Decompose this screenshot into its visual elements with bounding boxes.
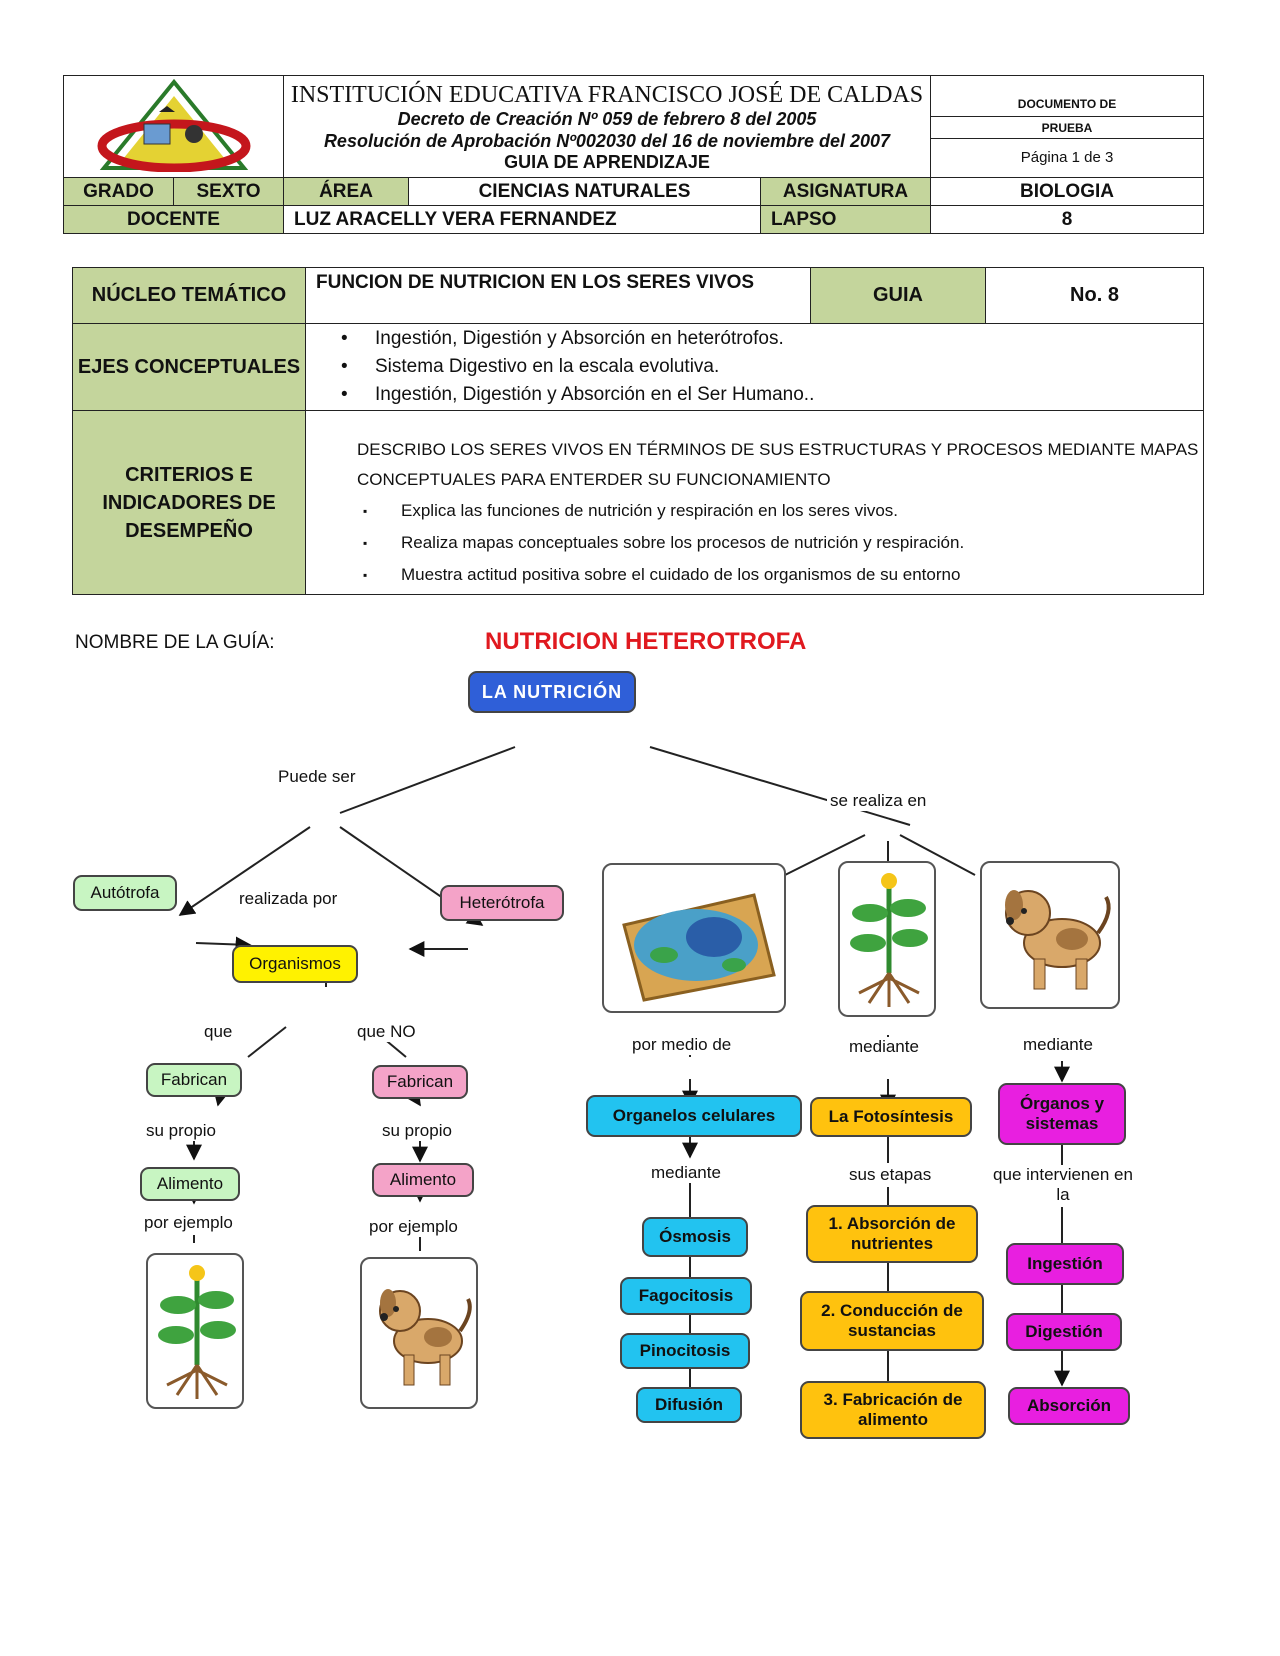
guide-title: GUIA DE APRENDIZAJE [504, 151, 710, 172]
cell-icon [622, 893, 776, 1002]
nucleo-value: FUNCION DE NUTRICION EN LOS SERES VIVOS [305, 267, 811, 324]
list-item: Sistema Digestivo en la escala evolutiva… [355, 353, 1202, 381]
node-absorcion: Absorción [1008, 1387, 1130, 1425]
lapso-value: 8 [929, 205, 1205, 234]
node-ingestion: Ingestión [1006, 1243, 1124, 1285]
document-info-cell: DOCUMENTO DE PRUEBA Página 1 de 3 [929, 75, 1205, 178]
criterios-intro-2: CONCEPTUALES PARA ENTERDER SU FUNCIONAMI… [357, 469, 831, 489]
guide-name-label: NOMBRE DE LA GUÍA: [75, 632, 275, 653]
criterios-label: CRITERIOS E INDICADORES DE DESEMPEÑO [72, 410, 306, 595]
asignatura-label: ASIGNATURA [760, 177, 931, 206]
node-etapa-3: 3. Fabricación de alimento [800, 1381, 986, 1439]
node-organos: Órganos y sistemas [998, 1083, 1126, 1145]
dog-icon-2 [1005, 890, 1111, 990]
node-organismos: Organismos [232, 945, 358, 983]
node-difusion: Difusión [636, 1387, 742, 1423]
node-fabrican-hetero: Fabrican [372, 1065, 468, 1099]
label-que: que [201, 1022, 236, 1042]
dog-icon [379, 1289, 472, 1386]
dog-image-2 [980, 861, 1120, 1009]
label-por-ejemplo-hetero: por ejemplo [366, 1217, 461, 1237]
node-heterotrofa: Heterótrofa [440, 885, 564, 921]
root-node: LA NUTRICIÓN [468, 671, 636, 713]
label-que-no: que NO [354, 1022, 419, 1042]
plant-image [146, 1253, 244, 1409]
docente-label: DOCENTE [63, 205, 284, 234]
nucleo-label: NÚCLEO TEMÁTICO [72, 267, 306, 324]
label-puede-ser: Puede ser [275, 767, 359, 787]
resolution-text: Resolución de Aprobación Nº002030 del 16… [323, 130, 891, 151]
ejes-list: Ingestión, Digestión y Absorción en hete… [307, 325, 1202, 409]
criterios-list: Explica las funciones de nutrición y res… [307, 495, 1202, 591]
dog-image [360, 1257, 478, 1409]
guia-label: GUIA [810, 267, 986, 324]
node-pinocitosis: Pinocitosis [620, 1333, 750, 1369]
plant-icon [158, 1265, 236, 1399]
grado-label: GRADO [63, 177, 174, 206]
grado-value: SEXTO [173, 177, 284, 206]
cell-image [602, 863, 786, 1013]
node-autotrofa: Autótrofa [73, 875, 177, 911]
label-su-propio-hetero: su propio [379, 1121, 455, 1141]
school-logo-cell [63, 75, 284, 178]
label-se-realiza-en: se realiza en [827, 791, 930, 811]
criterios-label-3: DESEMPEÑO [125, 519, 253, 542]
label-mediante-2: mediante [846, 1037, 922, 1057]
area-label: ÁREA [283, 177, 409, 206]
docente-value: LUZ ARACELLY VERA FERNANDEZ [283, 205, 761, 234]
criterios-cell: DESCRIBO LOS SERES VIVOS EN TÉRMINOS DE … [305, 410, 1204, 595]
list-item: Realiza mapas conceptuales sobre los pro… [363, 527, 1202, 559]
header-table: INSTITUCIÓN EDUCATIVA FRANCISCO JOSÉ DE … [63, 75, 1205, 234]
list-item: Explica las funciones de nutrición y res… [363, 495, 1202, 527]
area-value: CIENCIAS NATURALES [408, 177, 761, 206]
label-su-propio-auto: su propio [143, 1121, 219, 1141]
node-fotosintesis: La Fotosíntesis [810, 1097, 972, 1137]
decree-text: Decreto de Creación Nº 059 de febrero 8 … [397, 108, 817, 129]
institution-name: INSTITUCIÓN EDUCATIVA FRANCISCO JOSÉ DE … [290, 81, 924, 108]
label-mediante-1: mediante [648, 1163, 724, 1183]
node-etapa-1: 1. Absorción de nutrientes [806, 1205, 978, 1263]
node-osmosis: Ósmosis [642, 1217, 748, 1257]
label-realizada-por: realizada por [236, 889, 341, 909]
plant-image-2 [838, 861, 936, 1017]
node-alimento-auto: Alimento [140, 1167, 240, 1201]
node-digestion: Digestión [1006, 1313, 1122, 1351]
asignatura-value: BIOLOGIA [929, 177, 1205, 206]
institution-cell: INSTITUCIÓN EDUCATIVA FRANCISCO JOSÉ DE … [283, 75, 931, 178]
label-sus-etapas: sus etapas [846, 1165, 935, 1185]
school-logo-icon [97, 78, 250, 173]
ejes-label: EJES CONCEPTUALES [72, 323, 306, 411]
doc-type-1: DOCUMENTO DE [931, 91, 1204, 117]
node-organelos: Organelos celulares [586, 1095, 802, 1137]
concept-map: LA NUTRICIÓN Puede ser se realiza en Aut… [70, 671, 1200, 1525]
label-por-medio-de: por medio de [629, 1035, 735, 1055]
doc-type-2: PRUEBA [931, 117, 1204, 139]
label-que-intervienen: que intervienen en la [990, 1165, 1136, 1205]
list-item: Ingestión, Digestión y Absorción en el S… [355, 381, 1202, 409]
list-item: Ingestión, Digestión y Absorción en hete… [355, 325, 1202, 353]
criterios-label-2: INDICADORES DE [102, 491, 276, 514]
criterios-intro-1: DESCRIBO LOS SERES VIVOS EN TÉRMINOS DE … [357, 439, 1199, 459]
node-fagocitosis: Fagocitosis [620, 1277, 752, 1315]
label-por-ejemplo-auto: por ejemplo [141, 1213, 236, 1233]
node-alimento-hetero: Alimento [372, 1163, 474, 1197]
guide-name-value: NUTRICION HETEROTROFA [485, 628, 807, 655]
guia-value: No. 8 [985, 267, 1204, 324]
node-fabrican-auto: Fabrican [146, 1063, 242, 1097]
page-number: Página 1 de 3 [1020, 148, 1114, 166]
ejes-cell: Ingestión, Digestión y Absorción en hete… [305, 323, 1204, 411]
list-item: Muestra actitud positiva sobre el cuidad… [363, 559, 1202, 591]
lapso-label: LAPSO [760, 205, 931, 234]
node-etapa-2: 2. Conducción de sustancias [800, 1291, 984, 1351]
criterios-label-1: CRITERIOS E [125, 463, 253, 486]
nucleo-table: NÚCLEO TEMÁTICO FUNCION DE NUTRICION EN … [72, 267, 1204, 595]
label-mediante-3: mediante [1020, 1035, 1096, 1055]
plant-icon-2 [850, 873, 928, 1007]
